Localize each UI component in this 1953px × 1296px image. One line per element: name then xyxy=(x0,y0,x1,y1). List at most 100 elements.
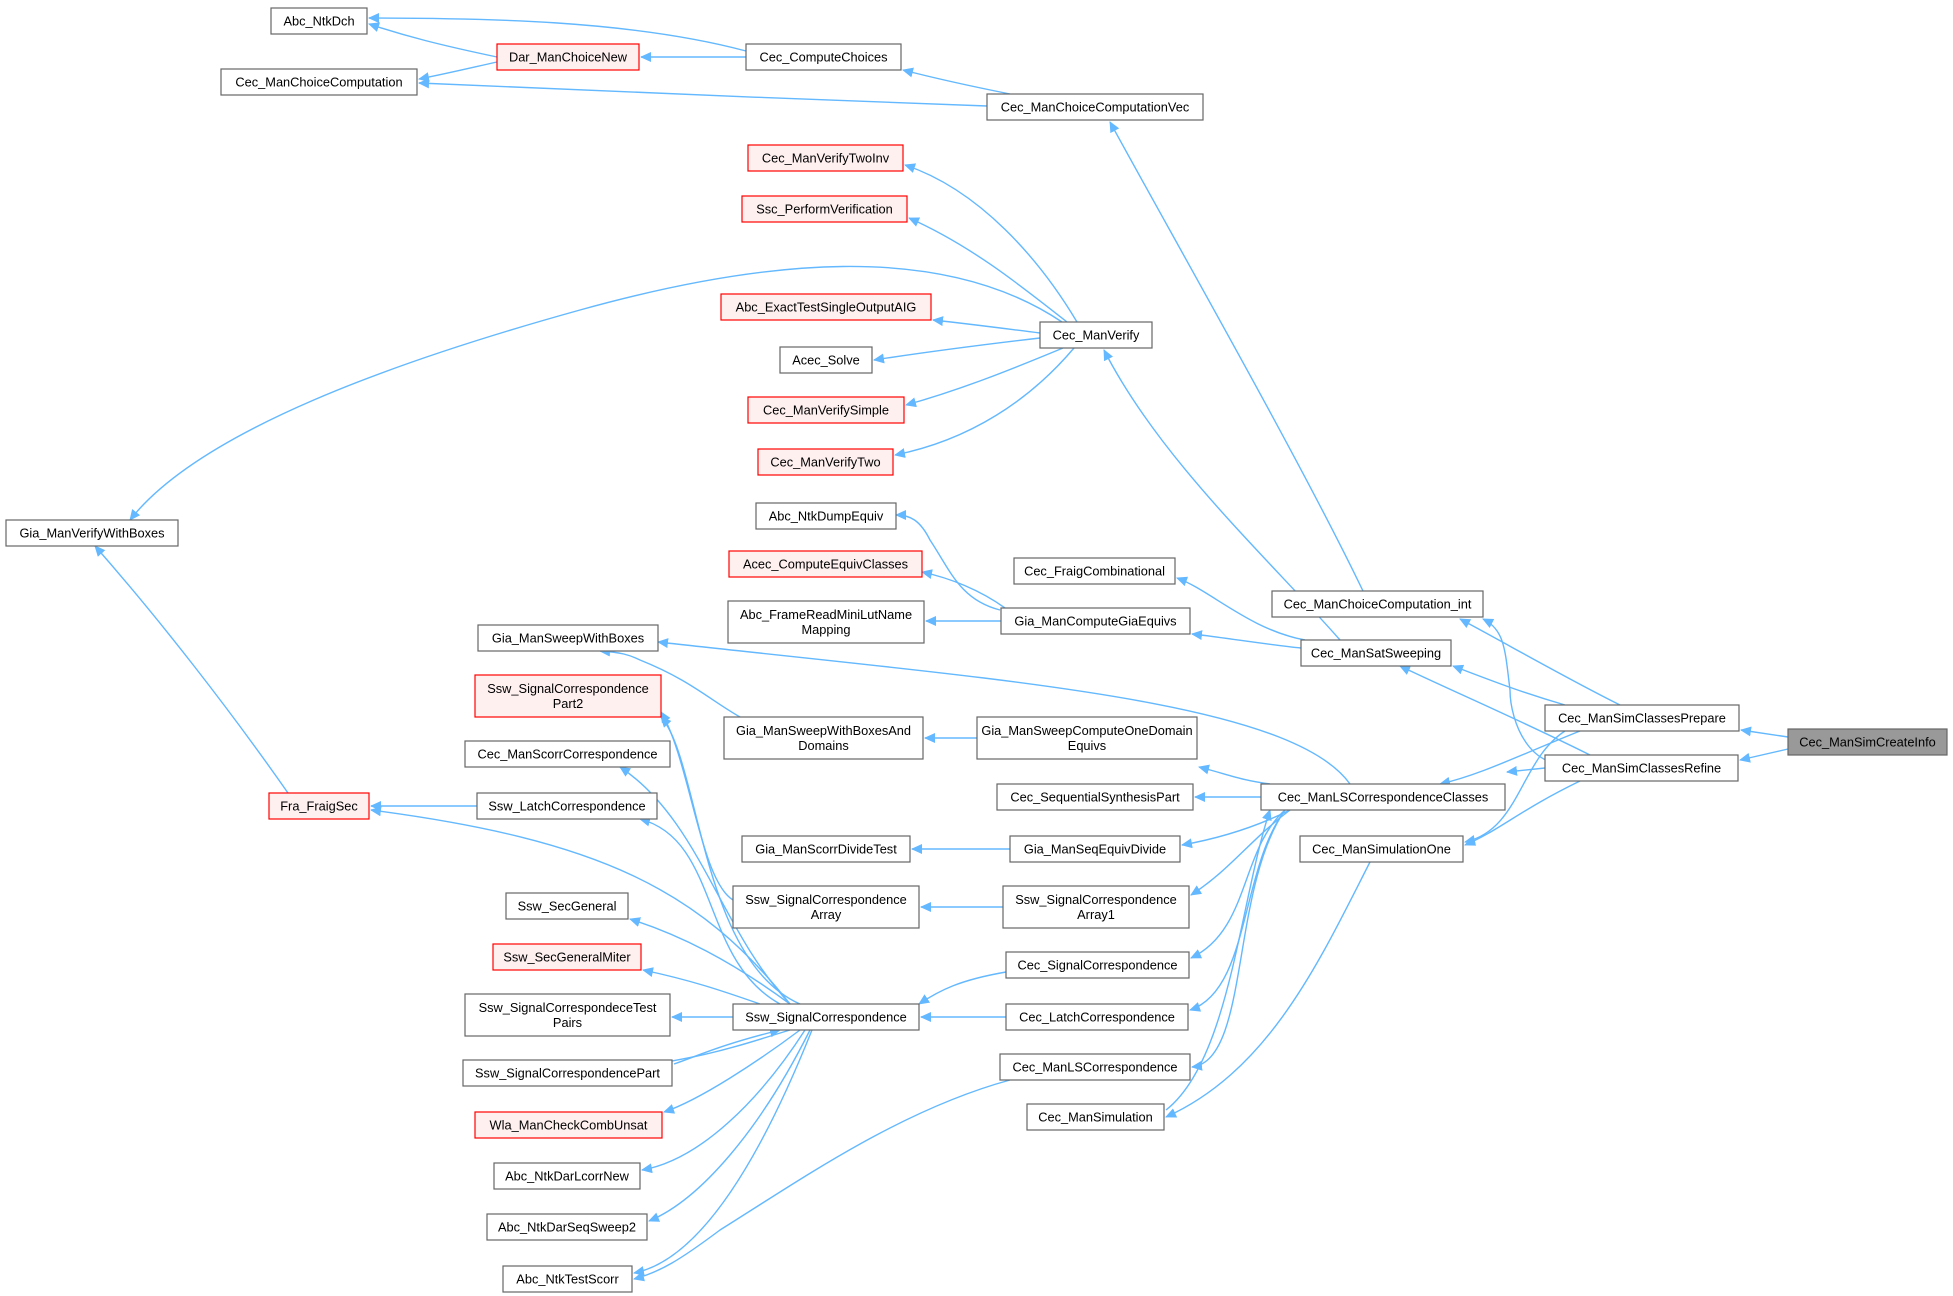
node-box xyxy=(1002,885,1190,929)
node-cec_manlscorrespondence[interactable]: Cec_ManLSCorrespondence xyxy=(999,1053,1191,1081)
node-label: Domains xyxy=(798,738,849,753)
node-cec_manverify[interactable]: Cec_ManVerify xyxy=(1039,321,1153,349)
node-label: Cec_ManScorrCorrespondence xyxy=(478,747,658,762)
node-label: Cec_ManSimClassesPrepare xyxy=(1558,711,1726,726)
edge-ssw_signalcorrespondence-to-ssw_secgeneralmiter xyxy=(642,967,761,1005)
node-gia_mansweepwithboxes[interactable]: Gia_ManSweepWithBoxes xyxy=(477,624,659,652)
node-cec_manverifytwo[interactable]: Cec_ManVerifyTwo xyxy=(757,448,894,476)
node-label: Ssw_SignalCorrespondence xyxy=(745,1010,906,1025)
node-cec_computechoices[interactable]: Cec_ComputeChoices xyxy=(745,43,902,71)
node-abc_ntkdumpequiv[interactable]: Abc_NtkDumpEquiv xyxy=(755,502,897,530)
node-box xyxy=(728,550,923,578)
node-label: Ssw_SecGeneralMiter xyxy=(503,950,631,965)
node-cec_signalcorrespondence[interactable]: Cec_SignalCorrespondence xyxy=(1005,951,1190,979)
node-label: Ssw_SecGeneral xyxy=(518,899,617,914)
node-box xyxy=(779,346,873,374)
edge-ssw_signalcorrespondence-to-fra_fraigsec xyxy=(370,806,791,1005)
edge-ssw_signalcorrespondencepart-to-ssw_signalcorrespondence xyxy=(673,1027,781,1065)
node-acec_computeequivclasses[interactable]: Acec_ComputeEquivClasses xyxy=(728,550,923,578)
node-ssw_secgeneral[interactable]: Ssw_SecGeneral xyxy=(505,892,629,920)
node-cec_mansimulationone[interactable]: Cec_ManSimulationOne xyxy=(1299,835,1464,863)
node-cec_manchoicecomputation_int[interactable]: Cec_ManChoiceComputation_int xyxy=(1271,590,1484,618)
edge-cec_manlscorrespondenceclasses-to-gia_mansweepcomputeonedomainequivs xyxy=(1198,764,1271,785)
node-label: Gia_ManSweepComputeOneDomain xyxy=(981,723,1192,738)
node-label: Pairs xyxy=(553,1015,582,1030)
node-label: Ssc_PerformVerification xyxy=(756,202,893,217)
node-box xyxy=(1039,321,1153,349)
edge-cec_manverify-to-acec_solve xyxy=(873,337,1041,364)
node-ssw_signalcorrespondence[interactable]: Ssw_SignalCorrespondence xyxy=(732,1003,920,1031)
node-cec_manchoicecomputation[interactable]: Cec_ManChoiceComputation xyxy=(220,68,418,96)
edge-cec_mansimclassesprepare-to-cec_manlscorrespondenceclasses xyxy=(1439,730,1581,787)
node-abc_ntkdch[interactable]: Abc_NtkDch xyxy=(270,7,368,35)
node-box xyxy=(268,792,370,820)
node-ssw_secgeneralmiter[interactable]: Ssw_SecGeneralMiter xyxy=(492,943,642,971)
node-label: Abc_NtkTestScorr xyxy=(516,1272,619,1287)
node-label: Abc_ExactTestSingleOutputAIG xyxy=(736,300,917,315)
node-label: Cec_ManSimulationOne xyxy=(1312,842,1451,857)
node-label: Ssw_LatchCorrespondence xyxy=(488,799,645,814)
node-box xyxy=(732,885,920,929)
node-label: Abc_FrameReadMiniLutName xyxy=(740,607,912,622)
node-cec_mansimclassesrefine[interactable]: Cec_ManSimClassesRefine xyxy=(1544,754,1739,782)
edge-cec_manlscorrespondence-to-abc_ntktestscorr xyxy=(633,1079,1011,1282)
node-acec_solve[interactable]: Acec_Solve xyxy=(779,346,873,374)
node-label: Cec_SequentialSynthesisPart xyxy=(1010,790,1180,805)
edge-cec_manchoicecomputationvec-to-cec_manchoicecomputation xyxy=(418,78,988,107)
node-gia_mancomputegiaequivs[interactable]: Gia_ManComputeGiaEquivs xyxy=(1000,607,1191,635)
node-abc_exacttestsingleoutputaig[interactable]: Abc_ExactTestSingleOutputAIG xyxy=(720,293,932,321)
edge-cec_manverify-to-gia_manverifywithboxes xyxy=(129,265,1063,521)
node-label: Abc_NtkDarSeqSweep2 xyxy=(498,1220,636,1235)
edge-cec_manlscorrespondenceclasses-to-cec_signalcorrespondence xyxy=(1190,809,1286,959)
node-ssw_signalcorrespondencepart[interactable]: Ssw_SignalCorrespondencePart xyxy=(462,1059,673,1087)
node-dar_manchoicenew[interactable]: Dar_ManChoiceNew xyxy=(496,43,640,71)
node-label: Ssw_SignalCorrespondencePart xyxy=(475,1066,660,1081)
node-box xyxy=(5,519,179,547)
node-abc_ntkdarlcorrnew[interactable]: Abc_NtkDarLcorrNew xyxy=(493,1162,641,1190)
node-wla_mancheckcombunsat[interactable]: Wla_ManCheckCombUnsat xyxy=(474,1111,663,1139)
node-gia_manverifywithboxes[interactable]: Gia_ManVerifyWithBoxes xyxy=(5,519,179,547)
node-cec_manlscorrespondenceclasses[interactable]: Cec_ManLSCorrespondenceClasses xyxy=(1260,783,1506,811)
node-box xyxy=(1013,557,1176,585)
node-cec_fraigcombinational[interactable]: Cec_FraigCombinational xyxy=(1013,557,1176,585)
node-box xyxy=(474,674,662,718)
node-cec_manverifytwoinv[interactable]: Cec_ManVerifyTwoInv xyxy=(747,144,904,172)
node-box xyxy=(502,1265,633,1293)
node-box xyxy=(1544,704,1740,732)
node-gia_manseqequivdivide[interactable]: Gia_ManSeqEquivDivide xyxy=(1009,835,1181,863)
node-cec_latchcorrespondence[interactable]: Cec_LatchCorrespondence xyxy=(1005,1003,1189,1031)
node-box xyxy=(496,43,640,71)
nodes-layer: Abc_NtkDchDar_ManChoiceNewCec_ManChoiceC… xyxy=(5,7,1948,1293)
node-abc_ntkdarseqsweep2[interactable]: Abc_NtkDarSeqSweep2 xyxy=(486,1213,648,1241)
node-label: Ssw_SignalCorrespondence xyxy=(745,892,906,907)
node-cec_mansimclassesprepare[interactable]: Cec_ManSimClassesPrepare xyxy=(1544,704,1740,732)
node-label: Array xyxy=(811,907,842,922)
node-fra_fraigsec[interactable]: Fra_FraigSec xyxy=(268,792,370,820)
node-label: Ssw_SignalCorrespondence xyxy=(487,681,648,696)
node-cec_mansatsweeping[interactable]: Cec_ManSatSweeping xyxy=(1300,639,1452,667)
node-ssw_latchcorrespondence[interactable]: Ssw_LatchCorrespondence xyxy=(476,792,658,820)
node-box xyxy=(741,195,908,223)
node-cec_manscorrcorrespondence[interactable]: Cec_ManScorrCorrespondence xyxy=(464,740,671,768)
node-gia_manscorrdividetest[interactable]: Gia_ManScorrDivideTest xyxy=(741,835,911,863)
node-cec_mansimulation[interactable]: Cec_ManSimulation xyxy=(1026,1103,1165,1131)
node-cec_manchoicecomputationvec[interactable]: Cec_ManChoiceComputationVec xyxy=(986,93,1204,121)
node-box xyxy=(1026,1103,1165,1131)
edge-cec_mansimulation-to-cec_manlscorrespondenceclasses xyxy=(1165,809,1272,1111)
node-label: Cec_ManLSCorrespondence xyxy=(1012,1060,1177,1075)
node-cec_mansimcreateinfo[interactable]: Cec_ManSimCreateInfo xyxy=(1787,728,1948,756)
node-cec_sequentialsynthesispart[interactable]: Cec_SequentialSynthesisPart xyxy=(996,783,1194,811)
node-box xyxy=(745,43,902,71)
node-ssc_performverification[interactable]: Ssc_PerformVerification xyxy=(741,195,908,223)
node-label: Cec_SignalCorrespondence xyxy=(1017,958,1177,973)
node-box xyxy=(486,1213,648,1241)
node-abc_ntktestscorr[interactable]: Abc_NtkTestScorr xyxy=(502,1265,633,1293)
node-cec_manverifysimple[interactable]: Cec_ManVerifySimple xyxy=(747,396,905,424)
